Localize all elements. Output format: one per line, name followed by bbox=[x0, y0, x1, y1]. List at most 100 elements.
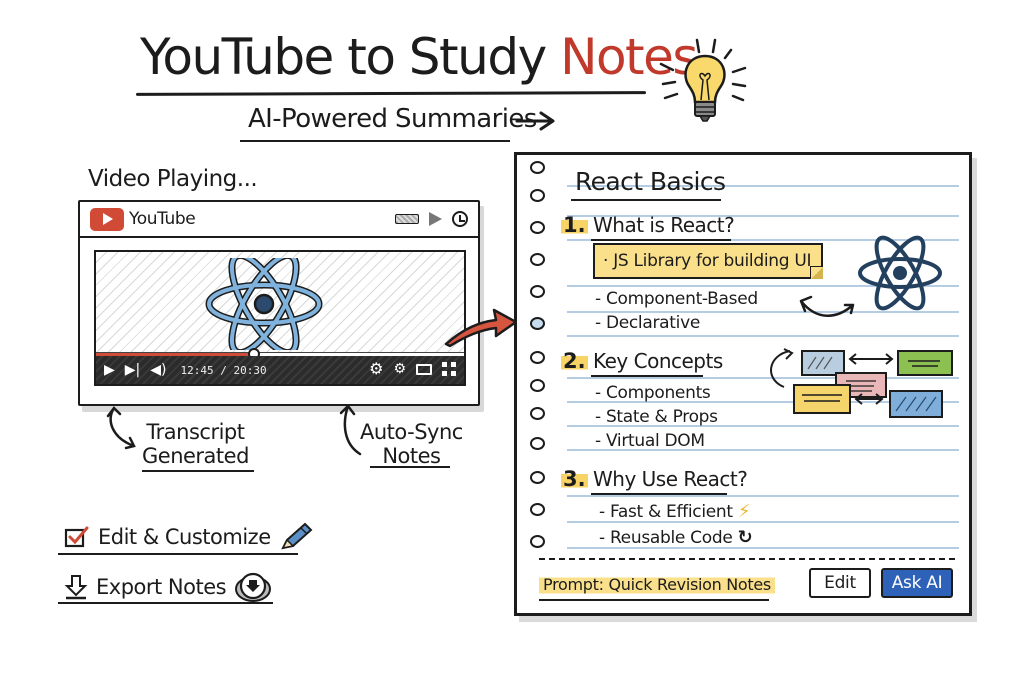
arrow-right-icon bbox=[515, 111, 555, 131]
ruled-line bbox=[567, 449, 959, 451]
bullet-text: - Reusable Code bbox=[599, 528, 733, 548]
ruled-line bbox=[567, 215, 959, 217]
caption-underline bbox=[142, 470, 254, 472]
bullet-item: - Component-Based bbox=[595, 289, 758, 309]
ruled-line bbox=[567, 239, 959, 241]
video-playing-label: Video Playing... bbox=[88, 166, 258, 192]
connector-arrow-icon bbox=[444, 308, 518, 348]
battery-icon[interactable] bbox=[395, 214, 419, 224]
caption-line: Transcript bbox=[146, 420, 245, 444]
theater-icon[interactable] bbox=[416, 363, 432, 375]
section-number: 2. bbox=[561, 349, 588, 373]
feature-label: Edit & Customize bbox=[98, 525, 271, 549]
edit-button[interactable]: Edit bbox=[809, 568, 871, 598]
ruled-line bbox=[567, 401, 959, 403]
binder-ring bbox=[530, 285, 545, 298]
notebook-title-underline bbox=[571, 199, 721, 201]
youtube-app-name: YouTube bbox=[129, 209, 196, 229]
bullet-item: - Reusable Code ↻ bbox=[599, 527, 753, 548]
react-atom-icon bbox=[205, 258, 323, 350]
refresh-icon: ↻ bbox=[737, 527, 753, 548]
binder-ring bbox=[530, 471, 545, 484]
export-notes-feature[interactable]: Export Notes bbox=[64, 572, 272, 602]
binder-ring bbox=[530, 253, 545, 266]
prompt-underline bbox=[539, 599, 769, 601]
clock-icon[interactable] bbox=[452, 211, 468, 227]
component-diagram bbox=[770, 348, 953, 418]
pencil-icon bbox=[280, 522, 313, 550]
play-icon[interactable]: ▶ bbox=[104, 362, 115, 378]
binder-ring-active bbox=[530, 317, 545, 330]
title-main: YouTube to Study bbox=[140, 28, 561, 86]
ruled-line bbox=[567, 495, 959, 497]
dashed-divider bbox=[539, 558, 955, 560]
section-title: What is React? bbox=[593, 213, 735, 237]
download-circle-icon[interactable] bbox=[234, 572, 272, 602]
title-underline bbox=[135, 91, 647, 96]
prompt-text[interactable]: Prompt: Quick Revision Notes bbox=[539, 573, 775, 596]
ruled-line bbox=[567, 311, 959, 313]
bullet-item: - State & Props bbox=[595, 407, 718, 427]
section-title: Key Concepts bbox=[593, 349, 723, 373]
bullet-item: - Components bbox=[595, 383, 711, 403]
section-underline bbox=[591, 493, 727, 495]
react-atom-icon bbox=[858, 235, 942, 311]
ruled-line bbox=[567, 185, 959, 187]
caption-underline bbox=[370, 466, 450, 468]
section-number: 1. bbox=[561, 213, 588, 237]
youtube-play-icon[interactable] bbox=[90, 207, 124, 231]
feature-underline bbox=[58, 602, 273, 604]
ruled-line bbox=[567, 377, 959, 379]
binder-ring bbox=[530, 437, 545, 450]
binder-ring bbox=[530, 535, 545, 548]
lightning-icon: ⚡ bbox=[737, 501, 751, 522]
volume-icon[interactable]: ◀) bbox=[150, 362, 167, 378]
binder-ring bbox=[530, 503, 545, 516]
play-icon[interactable] bbox=[429, 212, 442, 226]
caption-line: Notes bbox=[382, 444, 441, 468]
binder-ring bbox=[530, 161, 545, 174]
auto-sync-caption: Auto-Sync Notes bbox=[360, 420, 463, 468]
curved-arrow-up-icon bbox=[339, 404, 362, 456]
ruled-line bbox=[567, 521, 959, 523]
section-underline bbox=[591, 239, 731, 241]
edit-customize-feature[interactable]: Edit & Customize bbox=[64, 522, 315, 552]
ruled-line bbox=[567, 425, 959, 427]
next-icon[interactable]: ▶| bbox=[124, 362, 141, 378]
ruled-line bbox=[567, 285, 959, 287]
download-icon bbox=[64, 575, 88, 600]
caption-line: Auto-Sync bbox=[360, 420, 463, 444]
fullscreen-icon[interactable] bbox=[442, 362, 456, 376]
lightbulb-icon bbox=[659, 38, 747, 122]
section-title: Why Use React? bbox=[593, 467, 748, 491]
youtube-header: YouTube bbox=[80, 202, 478, 238]
video-player[interactable]: ▶ ▶| ◀) 12:45 / 20:30 ⚙ ⚙ bbox=[94, 250, 466, 386]
bullet-item: - Declarative bbox=[595, 313, 700, 333]
ruled-line bbox=[567, 335, 959, 337]
settings-icon[interactable]: ⚙ bbox=[369, 359, 384, 378]
binder-ring bbox=[530, 407, 545, 420]
progress-fill bbox=[96, 353, 255, 358]
binder-ring bbox=[530, 351, 545, 364]
title-accent: Notes bbox=[560, 28, 698, 86]
binder-ring bbox=[530, 221, 545, 234]
time-display: 12:45 / 20:30 bbox=[180, 363, 267, 377]
highlight-note: · JS Library for building UI bbox=[593, 243, 823, 279]
page-title: YouTube to Study Notes bbox=[140, 28, 698, 86]
section-underline bbox=[591, 375, 703, 377]
feature-underline bbox=[58, 553, 298, 555]
binder-ring bbox=[530, 379, 545, 392]
notes-notebook: React Basics 1. What is React? · JS Libr… bbox=[514, 152, 972, 616]
bullet-text: - Fast & Efficient bbox=[599, 502, 733, 522]
binder-ring bbox=[530, 189, 545, 202]
ruled-line bbox=[567, 547, 959, 549]
checkbox-icon bbox=[64, 526, 89, 548]
youtube-window: YouTube ▶ ▶| ◀) bbox=[78, 200, 480, 406]
player-controls: ▶ ▶| ◀) 12:45 / 20:30 ⚙ ⚙ bbox=[96, 356, 464, 384]
gear-icon[interactable]: ⚙ bbox=[393, 361, 406, 377]
subtitle-underline bbox=[240, 140, 510, 142]
subtitle: AI-Powered Summaries bbox=[248, 104, 537, 134]
section-number: 3. bbox=[561, 467, 588, 491]
bullet-item: - Fast & Efficient ⚡ bbox=[599, 501, 751, 522]
ask-ai-button[interactable]: Ask AI bbox=[881, 568, 953, 598]
